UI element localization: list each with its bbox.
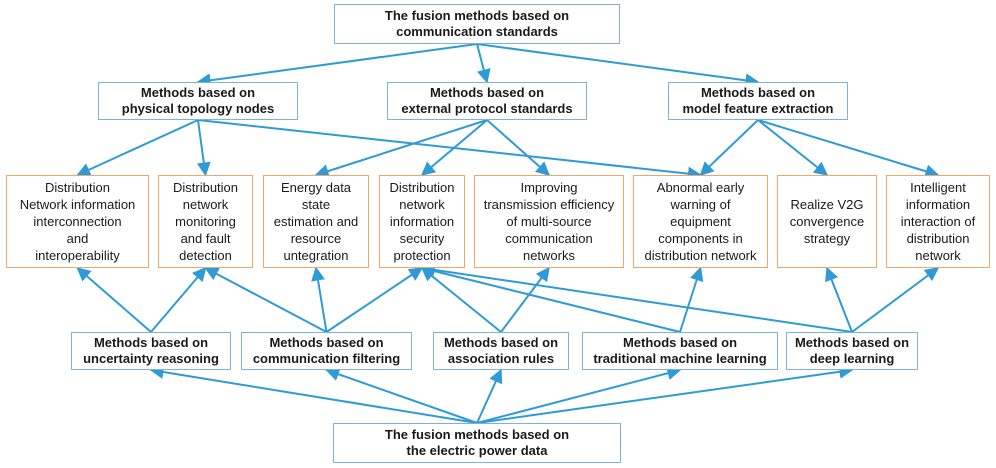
arrow-protocol-to-app5: [486, 119, 551, 176]
application-energy-data-state-estimation: Energy data state estimation and resourc…: [263, 175, 369, 268]
arrow-uncertainty-to-app2: [150, 266, 207, 333]
root-node-communication-standards: The fusion methods based on communicatio…: [334, 4, 620, 44]
arrow-root_bottom-to-association: [476, 368, 503, 424]
arrow-protocol-to-app4: [420, 119, 488, 176]
arrow-model-to-app6: [699, 119, 759, 176]
application-transmission-efficiency: Improving transmission efficiency of mul…: [474, 175, 624, 268]
arrow-uncertainty-to-app1: [76, 267, 152, 333]
method-uncertainty-reasoning: Methods based on uncertainty reasoning: [71, 332, 231, 370]
application-intelligent-information-interaction: Intelligent information interaction of d…: [886, 175, 990, 268]
arrow-root_bottom-to-ml: [476, 366, 682, 424]
method-physical-topology-nodes: Methods based on physical topology nodes: [98, 82, 298, 120]
arrow-model-to-app7: [757, 119, 829, 176]
arrow-topology-to-app2: [196, 119, 211, 177]
arrow-filtering-to-app2: [204, 267, 327, 333]
arrow-root_bottom-to-dl: [476, 364, 854, 424]
method-external-protocol-standards: Methods based on external protocol stand…: [387, 82, 587, 120]
method-model-feature-extraction: Methods based on model feature extractio…: [668, 82, 848, 120]
arrow-root_top-to-topology: [196, 43, 478, 88]
method-communication-filtering: Methods based on communication filtering: [241, 332, 412, 370]
arrow-root_bottom-to-uncertainty: [149, 365, 478, 424]
arrow-association-to-app5: [500, 266, 550, 333]
arrow-association-to-app4: [420, 267, 502, 333]
application-information-security-protection: Distribution network information securit…: [379, 175, 465, 268]
arrow-filtering-to-app4: [325, 267, 424, 333]
method-association-rules: Methods based on association rules: [433, 332, 569, 370]
arrow-ml-to-app6: [679, 266, 704, 333]
arrow-dl-to-app7: [825, 266, 853, 333]
arrow-dl-to-app4: [420, 262, 853, 333]
arrow-root_top-to-protocol: [476, 43, 491, 84]
arrow-topology-to-app6: [197, 119, 702, 181]
application-v2g-convergence: Realize V2G convergence strategy: [777, 175, 877, 268]
application-abnormal-early-warning: Abnormal early warning of equipment comp…: [633, 175, 768, 268]
arrow-ml-to-app4: [420, 264, 681, 333]
arrow-model-to-app8: [757, 119, 940, 179]
arrow-dl-to-app8: [851, 267, 940, 333]
method-deep-learning: Methods based on deep learning: [786, 332, 918, 370]
arrow-protocol-to-app3: [314, 119, 488, 178]
arrow-root_top-to-model: [476, 43, 760, 88]
method-traditional-machine-learning: Methods based on traditional machine lea…: [582, 332, 778, 370]
arrow-topology-to-app1: [76, 119, 199, 177]
arrow-root_bottom-to-filtering: [325, 367, 478, 424]
application-information-interoperability: Distribution Network information interco…: [6, 175, 149, 268]
application-monitoring-fault-detection: Distribution network monitoring and faul…: [158, 175, 253, 268]
root-node-electric-power-data: The fusion methods based on the electric…: [333, 423, 621, 463]
arrow-filtering-to-app3: [311, 266, 328, 333]
